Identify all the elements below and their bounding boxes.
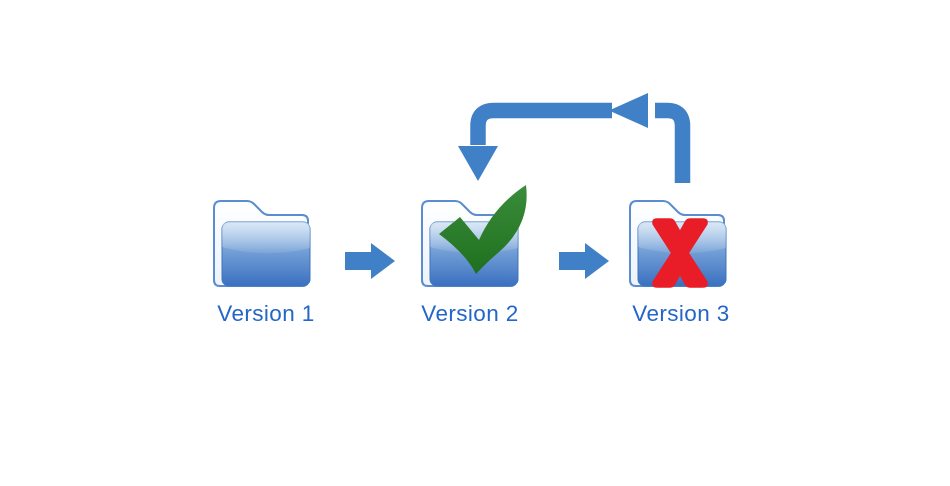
- folder-icon: [213, 200, 311, 287]
- folder-label-version-3: Version 3: [632, 301, 730, 326]
- arrow-tail: [345, 252, 371, 270]
- loop-arrow-return-segment: [470, 102, 612, 145]
- arrow-tail: [559, 252, 585, 270]
- folder-icon: [629, 200, 727, 287]
- loop-arrow-mid-arrowhead: [609, 93, 648, 128]
- arrow-head: [371, 243, 395, 279]
- folder-gloss-highlight: [222, 222, 310, 254]
- folder-group-version-2: [418, 185, 527, 288]
- folder-icon: [421, 200, 519, 287]
- arrow-right-icon-1: [345, 243, 395, 279]
- folder-gloss-highlight: [638, 222, 726, 254]
- arrow-head: [585, 243, 609, 279]
- loop-arrow-rising-segment: [655, 102, 691, 183]
- folder-gloss-highlight: [430, 222, 518, 254]
- loop-arrow-down-arrowhead: [458, 146, 498, 181]
- loop-back-arrow-icon: [458, 93, 691, 183]
- folder-label-version-2: Version 2: [421, 301, 519, 326]
- arrow-right-icon-2: [559, 243, 609, 279]
- folder-group-version-1: [210, 196, 312, 288]
- folder-group-version-3: [626, 196, 728, 288]
- folder-label-version-1: Version 1: [217, 301, 315, 326]
